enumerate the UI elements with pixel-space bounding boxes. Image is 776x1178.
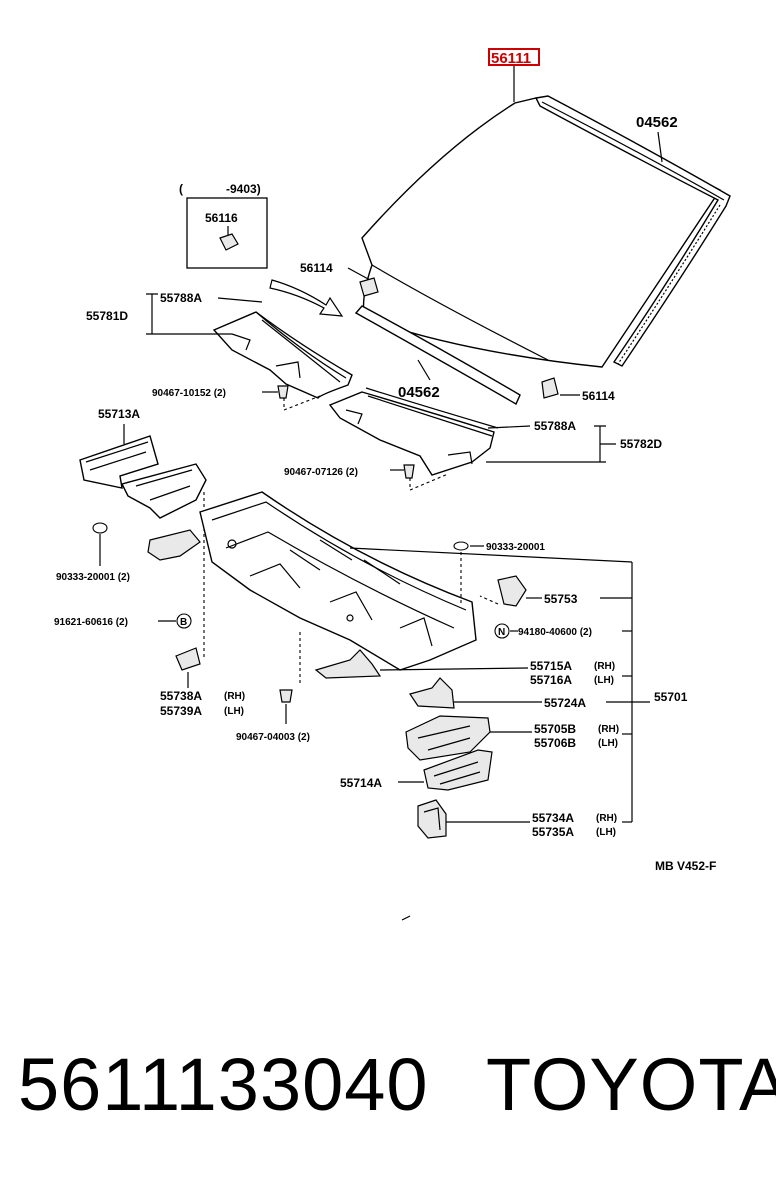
arrow-icon [269,279,344,317]
label-55782D[interactable]: 55782D [620,437,662,451]
clip-56114-right [541,377,559,399]
windshield-moulding-top [534,95,731,367]
label-55706B[interactable]: 55706B [534,736,576,750]
reference-code: MB V452-F [655,859,716,873]
label-rh-55738A: (RH) [224,691,245,702]
label-55788A-left[interactable]: 55788A [160,291,202,305]
label-55724A[interactable]: 55724A [544,696,586,710]
label-90467-10152[interactable]: 90467-10152 (2) [152,388,226,399]
label-90333-20001-right[interactable]: 90333-20001 [486,542,545,553]
label-55739A[interactable]: 55739A [160,704,202,718]
clip-90467-04003 [279,689,293,703]
label-90467-04003[interactable]: 90467-04003 (2) [236,732,310,743]
footer: 5611133040 TOYOTA [0,1030,776,1140]
label-56114-right[interactable]: 56114 [582,389,615,403]
label-55738A[interactable]: 55738A [160,689,202,703]
label-range-end: -9403) [226,182,261,196]
bracket-55734A [417,799,447,839]
part-number: 5611133040 [18,1043,429,1126]
side-panel-55713A [79,435,207,519]
windshield-moulding-bottom [354,305,521,405]
bracket-55753 [497,575,527,607]
label-n: N [498,627,505,638]
label-94180-40600[interactable]: 94180-40600 (2) [518,627,592,638]
label-rh-55734A: (RH) [596,813,617,824]
brand-name: TOYOTA [486,1043,776,1126]
label-90467-07126[interactable]: 90467-07126 (2) [284,467,358,478]
label-55701[interactable]: 55701 [654,690,688,704]
label-55781D[interactable]: 55781D [86,309,128,323]
label-55788A-right[interactable]: 55788A [534,419,576,433]
cowl-top-right [328,387,499,476]
label-56111[interactable]: 56111 [491,50,531,67]
cowl-top-left [212,311,353,399]
label-56114-left[interactable]: 56114 [300,261,333,275]
label-90333-20001-left[interactable]: 90333-20001 (2) [56,572,130,583]
range-box [186,197,268,269]
bracket-55715A [314,649,382,679]
bracket-55724A [409,677,455,709]
b-circle-icon [176,613,192,629]
bracket-left-upper [147,529,201,561]
label-56116[interactable]: 56116 [205,211,238,225]
panel-55705B [405,715,491,761]
label-04562-mid[interactable]: 04562 [398,384,440,401]
clip-90467-10152 [277,385,289,399]
label-55735A[interactable]: 55735A [532,825,574,839]
label-range-open: ( [179,182,183,196]
label-lh-55706B: (LH) [598,738,618,749]
label-91621-60616[interactable]: 91621-60616 (2) [54,617,128,628]
label-04562-top[interactable]: 04562 [636,114,678,131]
highlight-box [488,48,540,66]
label-55734A[interactable]: 55734A [532,811,574,825]
plug-90333-left [92,522,108,534]
label-lh-55716A: (LH) [594,675,614,686]
clip-56116-icon [219,233,239,251]
plug-90333-right [453,541,469,551]
parts-diagram: 56111 04562 ( -9403) 56116 56114 04562 5… [54,48,731,921]
label-lh-55735A: (LH) [596,827,616,838]
clip-90467-07126 [403,464,415,479]
label-55714A[interactable]: 55714A [340,776,382,790]
label-55713A[interactable]: 55713A [98,407,140,421]
bracket-55738A [175,647,201,671]
label-rh-55705B: (RH) [598,724,619,735]
panel-55714A [423,749,493,791]
clip-56114-left [359,277,379,297]
n-circle-icon [494,623,510,639]
label-b: B [180,617,187,628]
label-55715A[interactable]: 55715A [530,659,572,673]
cowl-panel-55701 [199,491,477,671]
windshield-glass [361,97,722,368]
label-rh-55715A: (RH) [594,661,615,672]
label-55753[interactable]: 55753 [544,592,578,606]
label-55705B[interactable]: 55705B [534,722,576,736]
label-lh-55739A: (LH) [224,706,244,717]
label-55716A[interactable]: 55716A [530,673,572,687]
